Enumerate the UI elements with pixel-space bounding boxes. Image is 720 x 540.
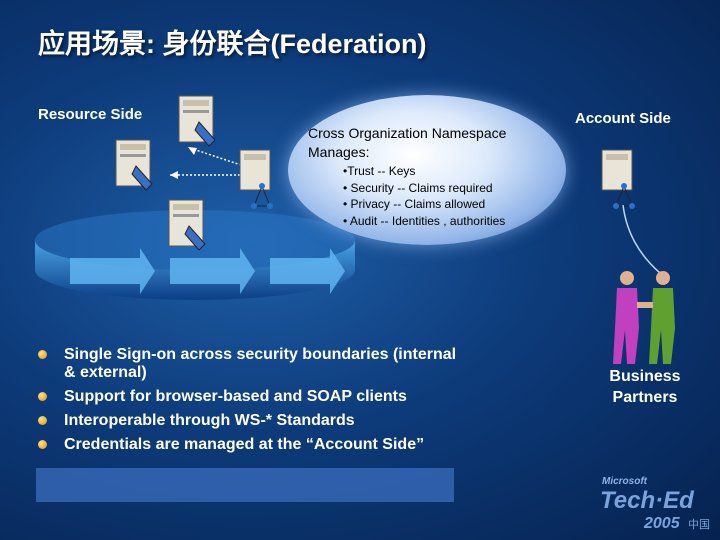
bullet-item: Credentials are managed at the “Account … <box>38 436 458 454</box>
logo-name: Tech·Ed <box>600 487 695 514</box>
resource-ring <box>35 210 355 300</box>
namespace-item: • Security -- Claims required <box>343 180 493 195</box>
server-icon <box>168 199 206 251</box>
bullet-icon <box>38 440 47 449</box>
bullet-item: Support for browser-based and SOAP clien… <box>38 388 458 406</box>
namespace-list: •Trust -- Keys • Security -- Claims requ… <box>343 163 505 229</box>
resource-side-label: Resource Side <box>38 106 143 123</box>
logo-region: 中国 <box>688 518 710 531</box>
bullet-icon <box>38 416 47 425</box>
page-title: 应用场景: 身份联合(Federation) <box>38 29 427 59</box>
namespace-item: • Audit -- Identities , authorities <box>343 213 506 228</box>
logo-year: 2005 <box>643 515 681 532</box>
bullet-item: Interoperable through WS-* Standards <box>38 412 458 430</box>
server-icon <box>601 149 635 209</box>
arrow-icon <box>270 248 345 294</box>
account-side-label: Account Side <box>575 110 671 127</box>
bullet-icon <box>38 392 47 401</box>
certificate-icon <box>131 165 153 191</box>
namespace-title: Cross Organization Namespace Manages: <box>308 125 507 160</box>
certificate-icon <box>184 225 206 251</box>
bullet-list: Single Sign-on across security boundarie… <box>38 346 458 460</box>
arrow-icon <box>170 248 255 294</box>
network-icon <box>613 183 635 209</box>
namespace-item: •Trust -- Keys <box>343 164 416 178</box>
link-line <box>622 205 661 274</box>
arrow-icon <box>70 248 155 294</box>
highlight-bar <box>36 468 454 502</box>
server-icon <box>178 95 216 147</box>
bullet-icon <box>38 350 47 359</box>
logo-brand: Microsoft <box>602 476 648 487</box>
teched-logo: Microsoft Tech·Ed 2005 中国 <box>600 476 710 532</box>
handshake-icon <box>613 271 675 364</box>
business-partners-label: Business Partners <box>609 368 681 406</box>
namespace-item: • Privacy -- Claims allowed <box>343 197 486 211</box>
server-icon <box>239 149 273 209</box>
server-icon <box>115 139 153 191</box>
certificate-icon <box>194 121 216 147</box>
bullet-item: Single Sign-on across security boundarie… <box>38 346 458 382</box>
network-icon <box>251 183 273 209</box>
namespace-cloud <box>288 95 566 245</box>
